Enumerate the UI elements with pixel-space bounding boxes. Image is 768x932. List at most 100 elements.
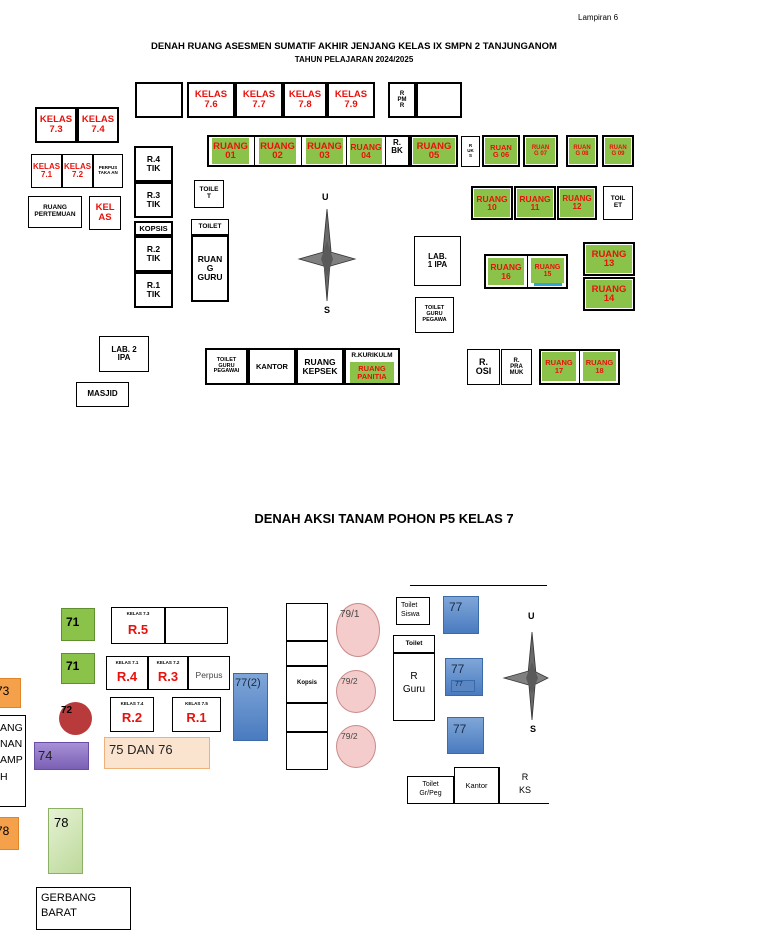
left-cut-room [0, 715, 26, 807]
marker-78-left [0, 817, 19, 850]
divider [301, 135, 302, 167]
r5: R.5 [127, 622, 149, 637]
ruang-15-marker [534, 283, 562, 286]
perpus-label: Perpus [195, 670, 223, 680]
tree-72 [59, 702, 92, 735]
marker-75-76-label: 75 DAN 76 [109, 742, 173, 757]
kantor-p2-label: Kantor [465, 781, 488, 790]
r-uks: R UK S [461, 136, 480, 167]
kelas-78: KELAS 7.8 [283, 82, 327, 118]
kopsis-p2-label: Kopsis [296, 680, 317, 686]
kelas-73-small [111, 607, 165, 644]
kelas-72-small-label: KELAS 7.2 [156, 660, 180, 665]
compass-south-label-2: S [530, 724, 537, 734]
marker-71a-label: 71 [66, 615, 80, 629]
marker-74 [34, 742, 89, 770]
r-kurikulum: R.KURIKULM [351, 352, 393, 359]
toilet-b: TOILET [191, 219, 229, 235]
compass-north-label: U [322, 192, 329, 202]
r4: R.4 [116, 669, 138, 684]
ruang-10: RUANG 10 [474, 189, 510, 217]
ruang-16: RUANG 16 [488, 258, 524, 285]
marker-73-label: 73 [0, 684, 10, 698]
r-bk: R. BK [391, 138, 403, 156]
ruang-03: RUANG 03 [306, 138, 343, 164]
marker-77a-label: 77 [449, 600, 463, 614]
ruang-08: RUAN G 08 [569, 138, 595, 164]
toilet-gr-peg-label: Toilet Gr/Peg [419, 781, 442, 798]
marker-78-label: 78 [54, 815, 69, 830]
compass-icon [297, 208, 357, 302]
ruang-11: RUANG 11 [517, 189, 553, 217]
divider [346, 135, 347, 167]
divider [254, 135, 255, 167]
r2: R.2 [121, 710, 143, 725]
ruang-pertemuan: RUANG PERTEMUAN [28, 196, 82, 228]
left-text-3: AMP [0, 754, 23, 766]
r-guru-p2 [393, 653, 435, 721]
kelas-71-small [106, 656, 148, 690]
marker-74-label: 74 [38, 748, 53, 763]
ruang-04: RUANG 04 [350, 138, 382, 164]
kelas-71-small-label: KELAS 7.1 [115, 660, 139, 665]
perpustakaan: PERPUS TAKA AN [93, 154, 123, 188]
marker-73 [0, 678, 21, 708]
compass-icon-2 [502, 631, 549, 721]
ruang-14: RUANG 14 [586, 280, 632, 308]
tree-79-2a-label: 79/2 [341, 676, 358, 686]
kelas-74-small [110, 697, 154, 732]
compass-north-label-2: U [528, 611, 535, 621]
ruang-kepsek: RUANG KEPSEK [296, 348, 344, 385]
marker-77b-label: 77 [451, 662, 465, 676]
divider [385, 135, 386, 167]
gerbang-barat [36, 887, 131, 930]
column-room-1 [286, 603, 328, 641]
page1-subtitle: TAHUN PELAJARAN 2024/2025 [294, 55, 414, 64]
empty-room [135, 82, 183, 118]
empty-room-2 [416, 82, 462, 118]
kelas-73: KELAS 7.3 [35, 107, 77, 143]
lab2-ipa: LAB. 2 IPA [99, 336, 149, 372]
r2-tik: R.2 TIK [134, 236, 173, 272]
r-osis: R. OSI [467, 349, 500, 385]
empty-room-p2 [165, 607, 228, 644]
r4-tik: R.4 TIK [134, 146, 173, 182]
marker-71b [61, 653, 95, 684]
ruang-18: RUANG 18 [583, 352, 616, 381]
left-text-2: NAN [0, 738, 23, 750]
ruang-15: RUANG 15 [531, 258, 564, 283]
kantor-p2 [454, 767, 499, 804]
tree-79-2b-label: 79/2 [341, 731, 358, 741]
column-room-2 [286, 641, 328, 666]
kelas-74: KELAS 7.4 [77, 107, 119, 143]
tree-79-2a [336, 670, 376, 713]
ruang-17: RUANG 17 [542, 352, 576, 381]
toilet-p2-label: Toilet [405, 640, 423, 647]
r-pramuka: R. PRA MUK [501, 349, 532, 385]
marker-78 [48, 808, 83, 874]
r1: R.1 [186, 710, 207, 725]
marker-77d [447, 717, 484, 754]
r-pmr: R PM R [388, 82, 416, 118]
column-room-3 [286, 703, 328, 732]
kelas-73-small-label: KELAS 7.3 [126, 611, 150, 616]
lampiran-label: Lampiran 6 [578, 13, 619, 22]
ruang-02: RUANG 02 [259, 138, 296, 164]
ruang-panitia: RUANG PANITIA [350, 362, 394, 383]
marker-71b-label: 71 [66, 659, 80, 673]
masjid: MASJID [76, 382, 129, 407]
ruang-guru: RUAN G GURU [191, 235, 229, 302]
marker-77c-label: 77 [455, 681, 463, 688]
kelas-77: KELAS 7.7 [235, 82, 283, 118]
column-room-4 [286, 732, 328, 770]
marker-77c [451, 680, 475, 692]
ruang-06: RUAN G 06 [485, 138, 517, 164]
toilet-siswa-label: Toilet Siswa [401, 602, 420, 619]
ruang-05: RUANG 05 [413, 138, 455, 164]
ruang-01: RUANG 01 [212, 138, 249, 164]
marker-77-2-label: 77(2) [235, 677, 261, 689]
ruang-13: RUANG 13 [586, 245, 632, 273]
kelas-75-small-label: KELAS 7.5 [185, 701, 208, 706]
marker-77d-label: 77 [453, 722, 467, 736]
r3: R.3 [157, 669, 179, 684]
